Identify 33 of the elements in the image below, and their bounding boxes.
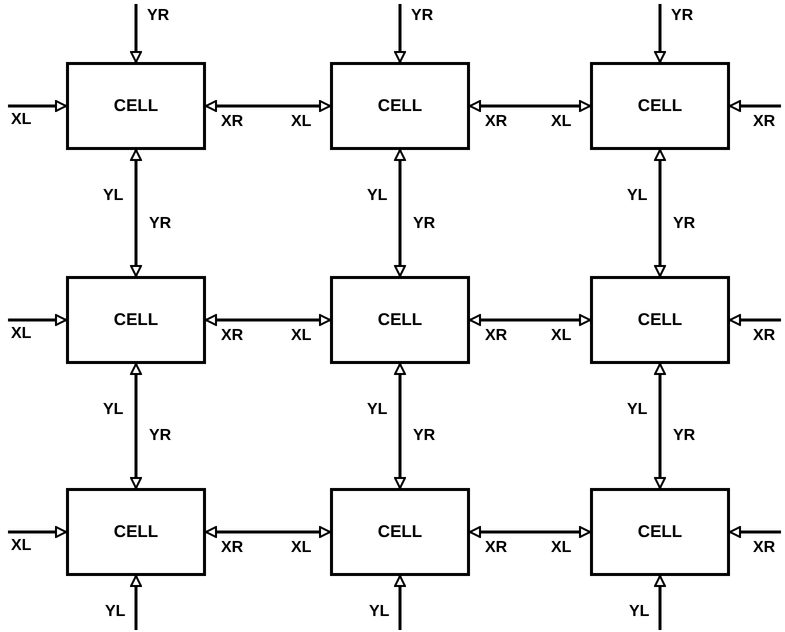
cell-box: CELL bbox=[590, 488, 730, 576]
cell-box: CELL bbox=[66, 62, 206, 150]
arrow bbox=[205, 100, 331, 112]
arrow bbox=[130, 149, 142, 277]
arrow bbox=[729, 314, 781, 326]
arrow bbox=[8, 100, 67, 112]
arrow bbox=[205, 314, 331, 326]
arrow bbox=[654, 149, 666, 277]
arrow bbox=[469, 314, 591, 326]
cell-box: CELL bbox=[66, 276, 206, 364]
arrow bbox=[130, 575, 142, 630]
cell-box: CELL bbox=[590, 276, 730, 364]
arrow bbox=[469, 526, 591, 538]
arrow bbox=[394, 4, 406, 63]
cell-box: CELL bbox=[330, 62, 470, 150]
arrow bbox=[654, 4, 666, 63]
arrow bbox=[729, 100, 781, 112]
arrow bbox=[130, 363, 142, 489]
arrow bbox=[8, 526, 67, 538]
arrow bbox=[8, 314, 67, 326]
arrow bbox=[130, 4, 142, 63]
cell-box: CELL bbox=[330, 276, 470, 364]
cell-box: CELL bbox=[590, 62, 730, 150]
arrow bbox=[394, 149, 406, 277]
arrow bbox=[654, 363, 666, 489]
cell-box: CELL bbox=[66, 488, 206, 576]
arrow bbox=[469, 100, 591, 112]
arrow bbox=[205, 526, 331, 538]
cell-box: CELL bbox=[330, 488, 470, 576]
arrow bbox=[394, 575, 406, 630]
arrow bbox=[654, 575, 666, 630]
arrow bbox=[394, 363, 406, 489]
arrow bbox=[729, 526, 781, 538]
